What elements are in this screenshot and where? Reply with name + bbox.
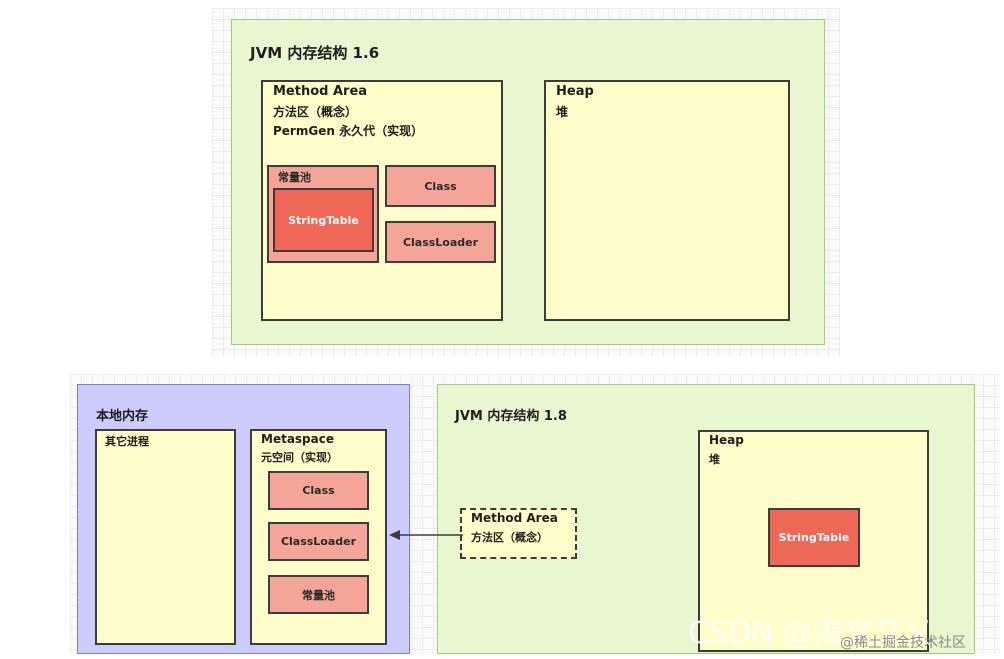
class-16-box: Class <box>385 165 496 207</box>
classloader-16-label: ClassLoader <box>402 235 479 249</box>
string-table-16-box: StringTable <box>273 188 374 252</box>
juejin-watermark: @稀土掘金技术社区 <box>840 632 966 652</box>
metaspace-title: Metaspace <box>261 432 334 446</box>
heap-16-title: Heap <box>556 84 594 99</box>
string-table-16-label: StringTable <box>288 213 359 227</box>
method-area-16-impl: PermGen 永久代（实现） <box>273 124 424 138</box>
heap-18-title: Heap <box>709 433 744 447</box>
method-area-to-metaspace-arrow <box>389 530 463 540</box>
metaspace-subtitle: 元空间（实现） <box>261 451 338 464</box>
native-memory-title: 本地内存 <box>96 409 149 424</box>
classloader-16-box: ClassLoader <box>385 221 496 263</box>
class-16-label: Class <box>424 179 457 193</box>
classloader-18-box: ClassLoader <box>268 522 369 561</box>
class-18-box: Class <box>268 471 369 510</box>
method-area-16-title: Method Area <box>273 84 368 99</box>
classloader-18-label: ClassLoader <box>280 535 357 548</box>
csdn-watermark-text: CSDN @ <box>688 616 814 651</box>
method-area-18-subtitle: 方法区（概念） <box>471 531 548 544</box>
csdn-watermark: CSDN @渴文艾乂 <box>688 608 933 652</box>
other-process-label: 其它进程 <box>105 435 149 448</box>
string-table-18-box: StringTable <box>768 508 860 567</box>
jvm18-title: JVM 内存结构 1.8 <box>455 409 567 424</box>
string-table-18-label: StringTable <box>778 531 850 544</box>
juejin-watermark-text: @稀土掘金技术社区 <box>840 635 966 651</box>
method-area-16-concept: 方法区（概念） <box>273 105 358 119</box>
class-18-label: Class <box>302 484 335 497</box>
method-area-18-title: Method Area <box>471 511 558 525</box>
heap-16-box: Heap 堆 <box>544 80 790 321</box>
csdn-watermark-handle: 渴文艾乂 <box>813 616 934 651</box>
method-area-18-box: Method Area 方法区（概念） <box>460 508 577 559</box>
constant-pool-18-box: 常量池 <box>268 575 369 614</box>
other-process-box: 其它进程 <box>95 429 236 645</box>
jvm16-title: JVM 内存结构 1.6 <box>250 44 380 62</box>
heap-16-subtitle: 堆 <box>556 105 569 119</box>
constant-pool-16-label: 常量池 <box>278 171 311 184</box>
heap-18-subtitle: 堆 <box>709 453 720 466</box>
constant-pool-18-label: 常量池 <box>302 588 335 602</box>
